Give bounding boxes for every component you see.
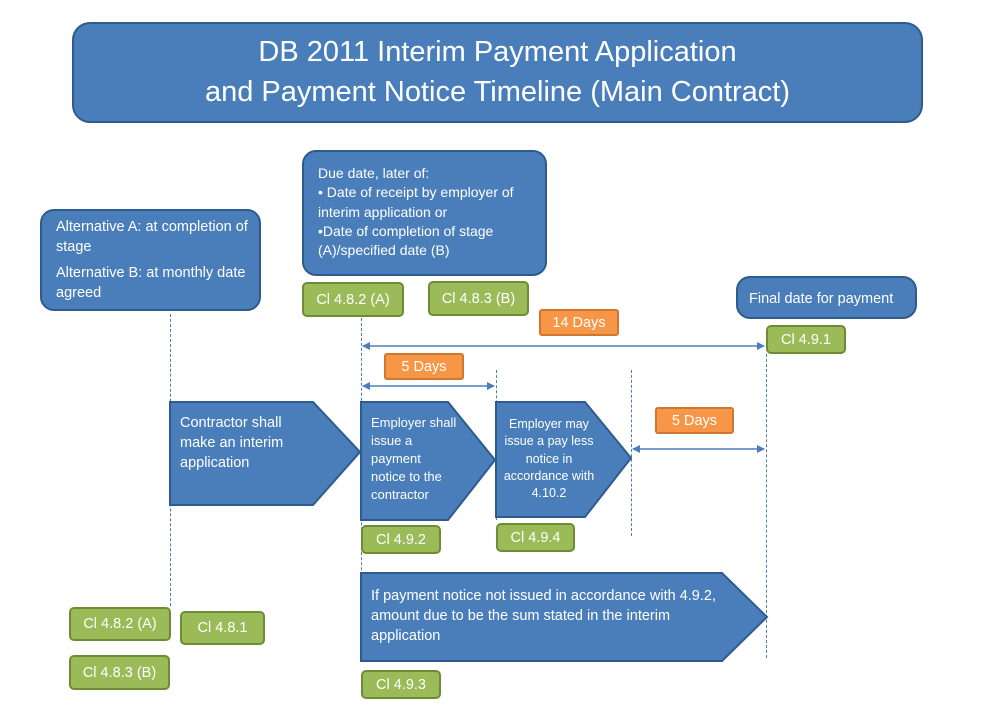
clause-tag-4-9-1: Cl 4.9.1 — [766, 325, 846, 354]
due-date-heading: Due date, later of: — [318, 165, 430, 181]
final-date-box: Final date for payment — [736, 276, 917, 319]
duration-14-days: 14 Days — [539, 309, 619, 336]
clause-tag-4-8-3-b-bottom: Cl 4.8.3 (B) — [69, 655, 170, 690]
title-line-2: and Payment Notice Timeline (Main Contra… — [204, 75, 791, 108]
contractor-step-arrow — [169, 401, 362, 506]
clause-tag-4-9-3: Cl 4.9.3 — [361, 670, 441, 699]
title-line-1: DB 2011 Interim Payment Application — [258, 35, 737, 68]
duration-5-days-payless: 5 Days — [655, 407, 734, 434]
clause-tag-4-8-2-a-bottom: Cl 4.8.2 (A) — [69, 607, 171, 641]
clause-tag-4-9-4: Cl 4.9.4 — [496, 523, 575, 552]
contractor-step-text: Contractor shall make an interim applica… — [180, 415, 284, 471]
employer-payless-step-text: Employer may issue a pay less notice in … — [503, 417, 595, 500]
timeline-marker-pay-less — [631, 370, 632, 536]
employer-notice-step-text: Employer shall issue a payment notice to… — [371, 415, 457, 502]
due-date-box: Due date, later of: • Date of receipt by… — [302, 150, 547, 276]
alternative-b-text: Alternative B: at monthly date agreed — [56, 265, 246, 301]
clause-tag-4-8-3-b-top: Cl 4.8.3 (B) — [428, 281, 529, 316]
default-payment-arrow — [360, 572, 769, 662]
due-date-item-completion: •Date of completion of stage (A)/specifi… — [318, 222, 494, 259]
final-date-text: Final date for payment — [749, 291, 894, 307]
due-date-item-receipt: • Date of receipt by employer of interim… — [318, 184, 514, 220]
alternatives-box: Alternative A: at completion of stage Al… — [40, 209, 261, 311]
clause-tag-4-8-2-a-top: Cl 4.8.2 (A) — [302, 282, 404, 317]
clause-tag-4-9-2: Cl 4.9.2 — [361, 525, 441, 554]
alternative-a-text: Alternative A: at completion of stage — [56, 219, 248, 255]
duration-5-days-notice: 5 Days — [384, 353, 464, 380]
timeline-marker-final-date — [766, 354, 767, 658]
diagram-title: DB 2011 Interim Payment Application and … — [72, 22, 923, 123]
clause-tag-4-8-1: Cl 4.8.1 — [180, 611, 265, 645]
default-payment-text: If payment notice not issued in accordan… — [371, 588, 716, 644]
employer-notice-step-arrow — [360, 401, 497, 521]
employer-payless-step-arrow — [495, 401, 633, 518]
